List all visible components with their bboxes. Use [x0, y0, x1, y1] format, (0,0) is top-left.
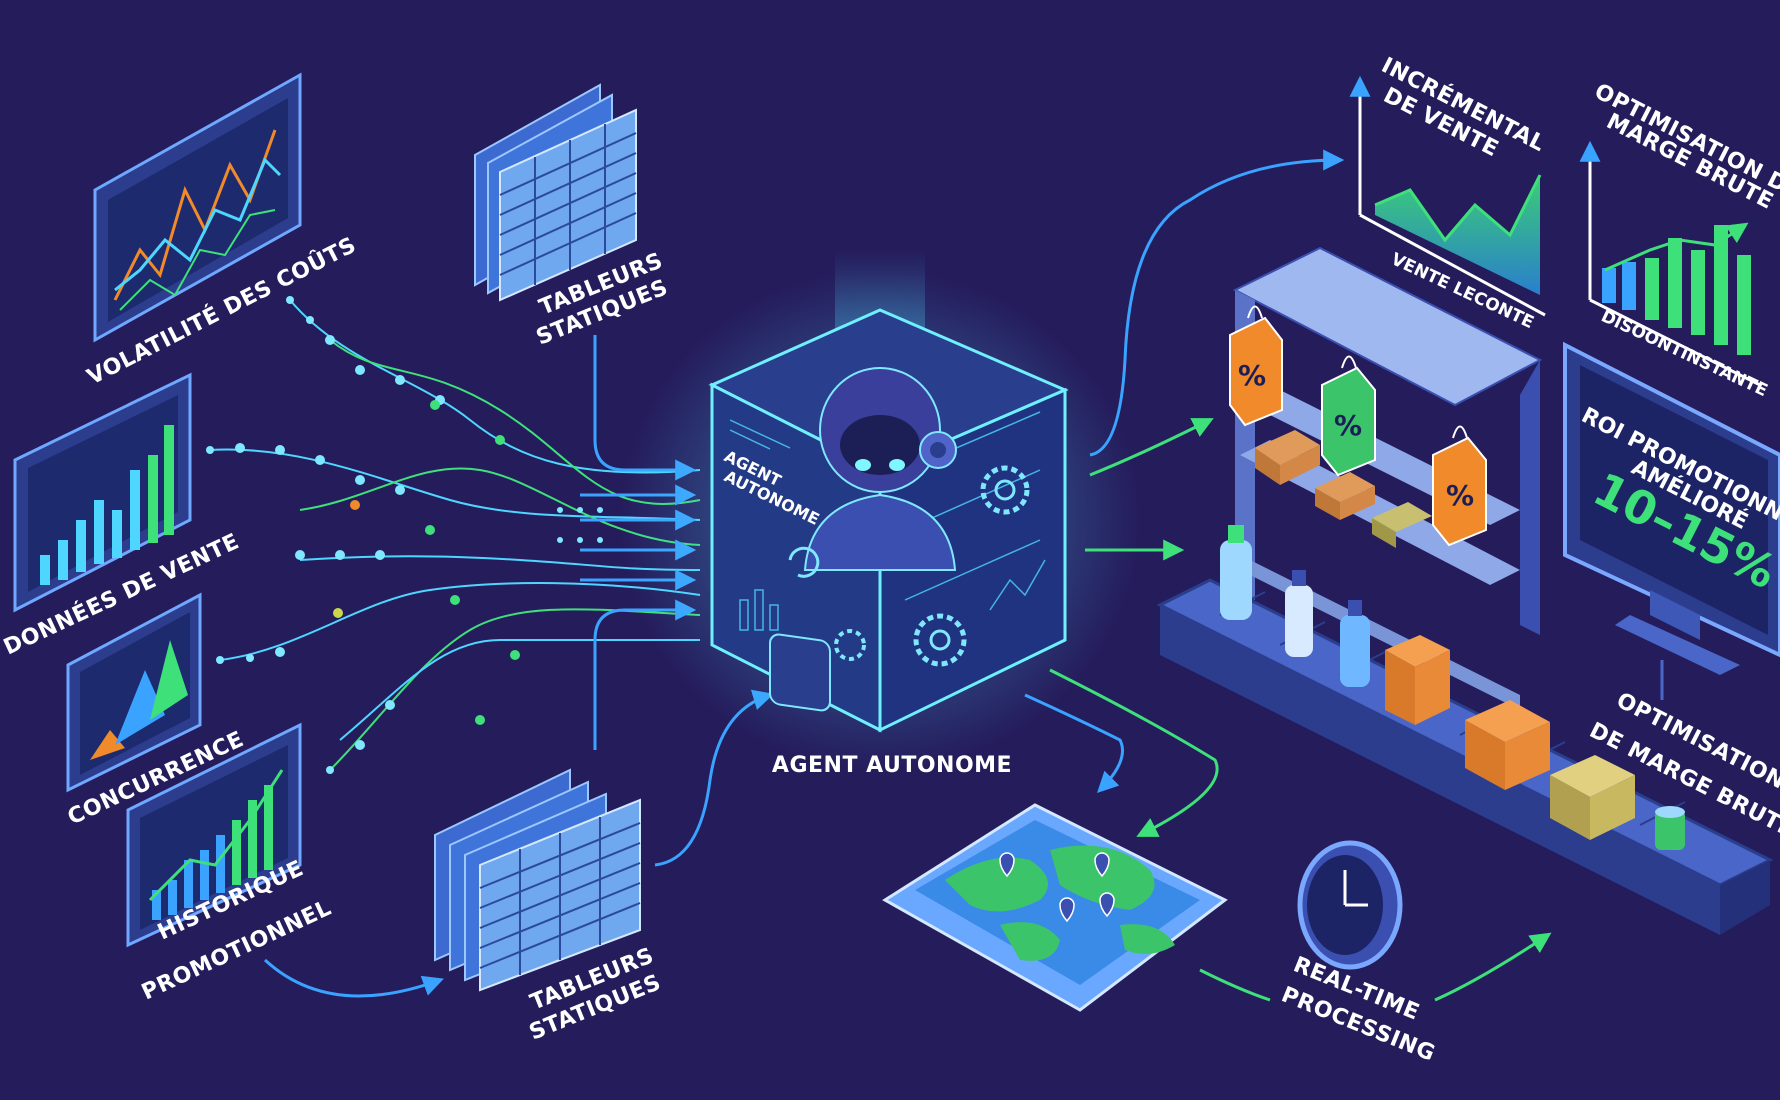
refresh-icon [769, 546, 831, 712]
box-icon [1385, 635, 1685, 850]
spreadsheet-stack-bottom [434, 768, 641, 992]
gear-icon [834, 465, 1030, 667]
tag-symbol-2: % [1334, 409, 1362, 442]
bottle-icon [1220, 525, 1370, 687]
tag-symbol-3: % [1446, 479, 1474, 512]
monitor-promo-history [126, 722, 302, 948]
map-pin-icon [999, 852, 1115, 923]
price-tag-icon [1229, 305, 1487, 547]
monitor-roi [1563, 341, 1780, 675]
chart-incremental-sales [1349, 75, 1546, 317]
chart-gross-margin [1579, 140, 1761, 387]
robot-icon [803, 367, 957, 571]
agent-title: AGENT AUTONOME [772, 753, 1012, 778]
box-icon [1255, 430, 1432, 548]
data-flow-dots [206, 296, 603, 774]
monitor-cost-volatility [93, 72, 302, 343]
output-arrows [1024, 149, 1552, 1002]
clock-icon [1297, 840, 1403, 970]
monitor-sales-data [13, 372, 192, 613]
tag-symbol-1: % [1238, 359, 1266, 392]
world-map [882, 803, 1228, 1012]
spreadsheet-stack-top [474, 83, 637, 302]
monitor-competition [66, 592, 202, 793]
